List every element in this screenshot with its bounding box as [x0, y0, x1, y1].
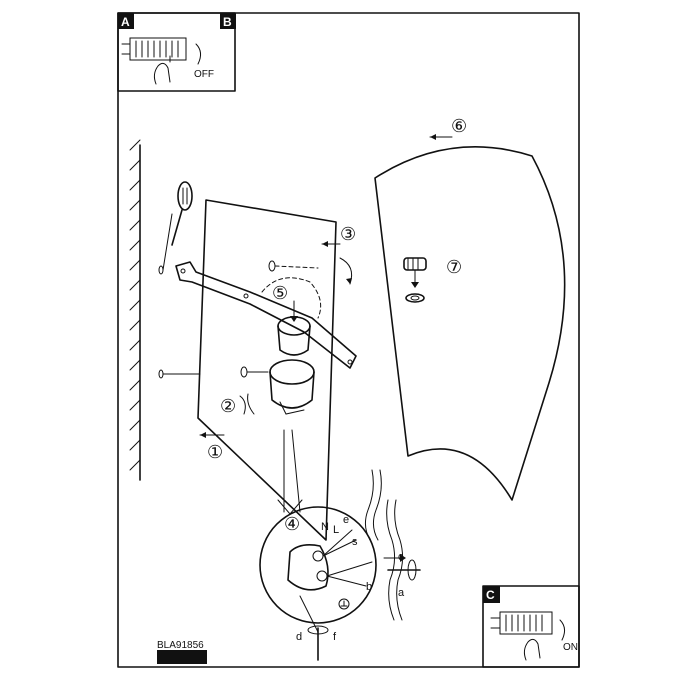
panel-c-label: C — [486, 588, 495, 602]
step-6-label: ⑥ — [451, 116, 467, 137]
mains-wires — [364, 469, 404, 621]
wire-label-e: e — [343, 514, 349, 526]
step-2-label: ② — [220, 396, 236, 417]
fuse-box-icon — [490, 611, 553, 635]
wire-label-a: a — [398, 587, 405, 599]
switch-on-label: ON — [563, 642, 578, 653]
outer-frame — [117, 12, 580, 668]
screwdriver-icon — [383, 554, 421, 581]
wire-label-d: d — [296, 631, 302, 643]
panel-b-label: B — [223, 15, 232, 29]
step-6-marker: ⑥ — [429, 116, 467, 140]
wire-label-s: s — [352, 536, 358, 548]
back-plate — [197, 199, 337, 541]
step-4-detail: ④ N L e s b c a d f — [259, 506, 421, 661]
step-2-marker: ② — [220, 393, 255, 417]
screw-icon — [240, 260, 319, 378]
panel-b-tag — [220, 13, 236, 29]
mounting-bracket — [175, 261, 357, 369]
hand-icon — [153, 55, 171, 85]
rotate-arrow-icon — [559, 619, 566, 641]
step-1-marker: ① — [199, 432, 225, 463]
panel-a-label: A — [121, 15, 130, 29]
ground-icon — [338, 598, 350, 610]
lamp-holder-lower — [269, 359, 315, 415]
step-7-marker: ⑦ — [403, 257, 462, 303]
wall-hatching — [129, 139, 141, 481]
step-3-marker: ③ — [321, 224, 356, 285]
bulb-dashed — [261, 277, 322, 319]
panel-switch-on: C ON — [482, 585, 580, 668]
lamp-holder-upper — [277, 316, 311, 356]
panel-switch-off: A B OFF — [117, 12, 236, 92]
wall-plug-icon — [158, 213, 201, 379]
wire-label-b: b — [366, 581, 372, 593]
step-5-label: ⑤ — [272, 283, 288, 304]
switch-off-label: OFF — [194, 69, 214, 80]
step-1-label: ① — [207, 442, 223, 463]
panel-c-tag — [483, 586, 500, 603]
hand-icon — [523, 638, 541, 661]
step-3-label: ③ — [340, 224, 356, 245]
fuse-box-icon — [121, 37, 187, 61]
screwdriver-icon — [307, 625, 329, 661]
wire-label-l: L — [333, 524, 339, 536]
rotate-arrow-icon — [195, 43, 202, 65]
lamp-shade — [374, 146, 566, 501]
wire-label-f: f — [333, 631, 337, 643]
panel-a-tag — [118, 13, 134, 29]
screwdriver-icon — [171, 181, 193, 246]
model-code: BLA91856 — [157, 640, 204, 651]
step-5-marker: ⑤ — [272, 283, 298, 322]
model-code-bar — [157, 650, 207, 664]
wire-label-n: N — [321, 521, 329, 533]
step-4-label: ④ — [284, 514, 300, 535]
step-7-label: ⑦ — [446, 257, 462, 278]
